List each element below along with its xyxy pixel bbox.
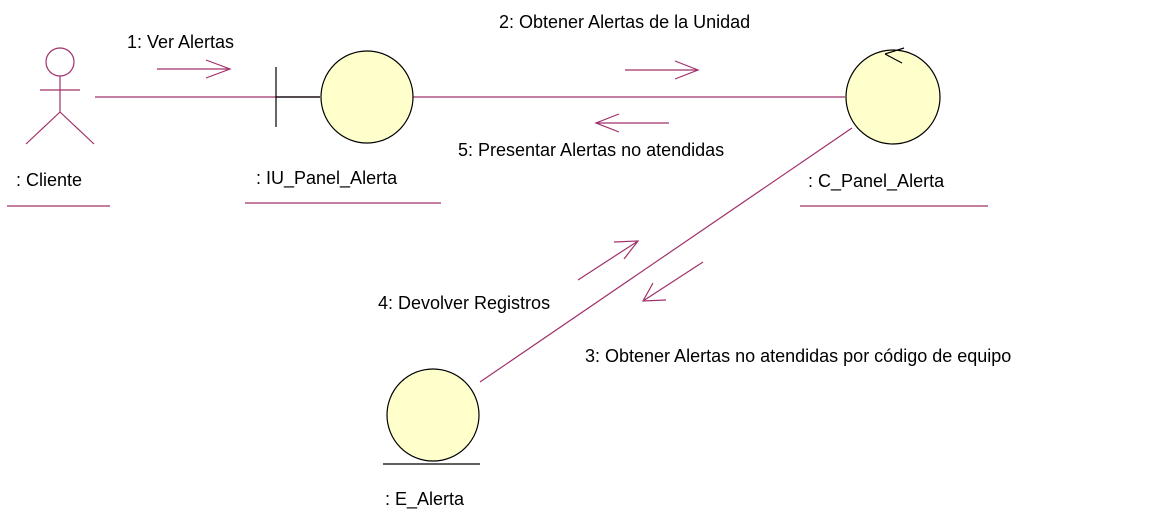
link-control-entity — [479, 127, 853, 383]
control-label: : C_Panel_Alerta — [808, 171, 945, 191]
actor-icon — [25, 47, 95, 145]
boundary-label: : IU_Panel_Alerta — [256, 168, 398, 188]
entity-label: : E_Alerta — [385, 489, 465, 509]
message-arrow-5 — [594, 113, 669, 133]
actor-label: : Cliente — [16, 170, 83, 190]
boundary-icon — [275, 50, 414, 144]
message-arrow-4 — [577, 240, 640, 281]
message-label-4: 4: Devolver Registros — [378, 293, 551, 313]
entity-icon — [383, 368, 480, 465]
message-arrow-1 — [157, 59, 232, 79]
message-arrow-3 — [641, 261, 704, 302]
message-label-5: 5: Presentar Alertas no atendidas — [458, 140, 725, 160]
message-arrow-2 — [625, 60, 700, 80]
message-label-3: 3: Obtener Alertas no atendidas por códi… — [585, 346, 1012, 366]
message-label-2: 2: Obtener Alertas de la Unidad — [499, 12, 751, 32]
message-label-1: 1: Ver Alertas — [127, 32, 235, 52]
control-icon — [845, 47, 941, 145]
